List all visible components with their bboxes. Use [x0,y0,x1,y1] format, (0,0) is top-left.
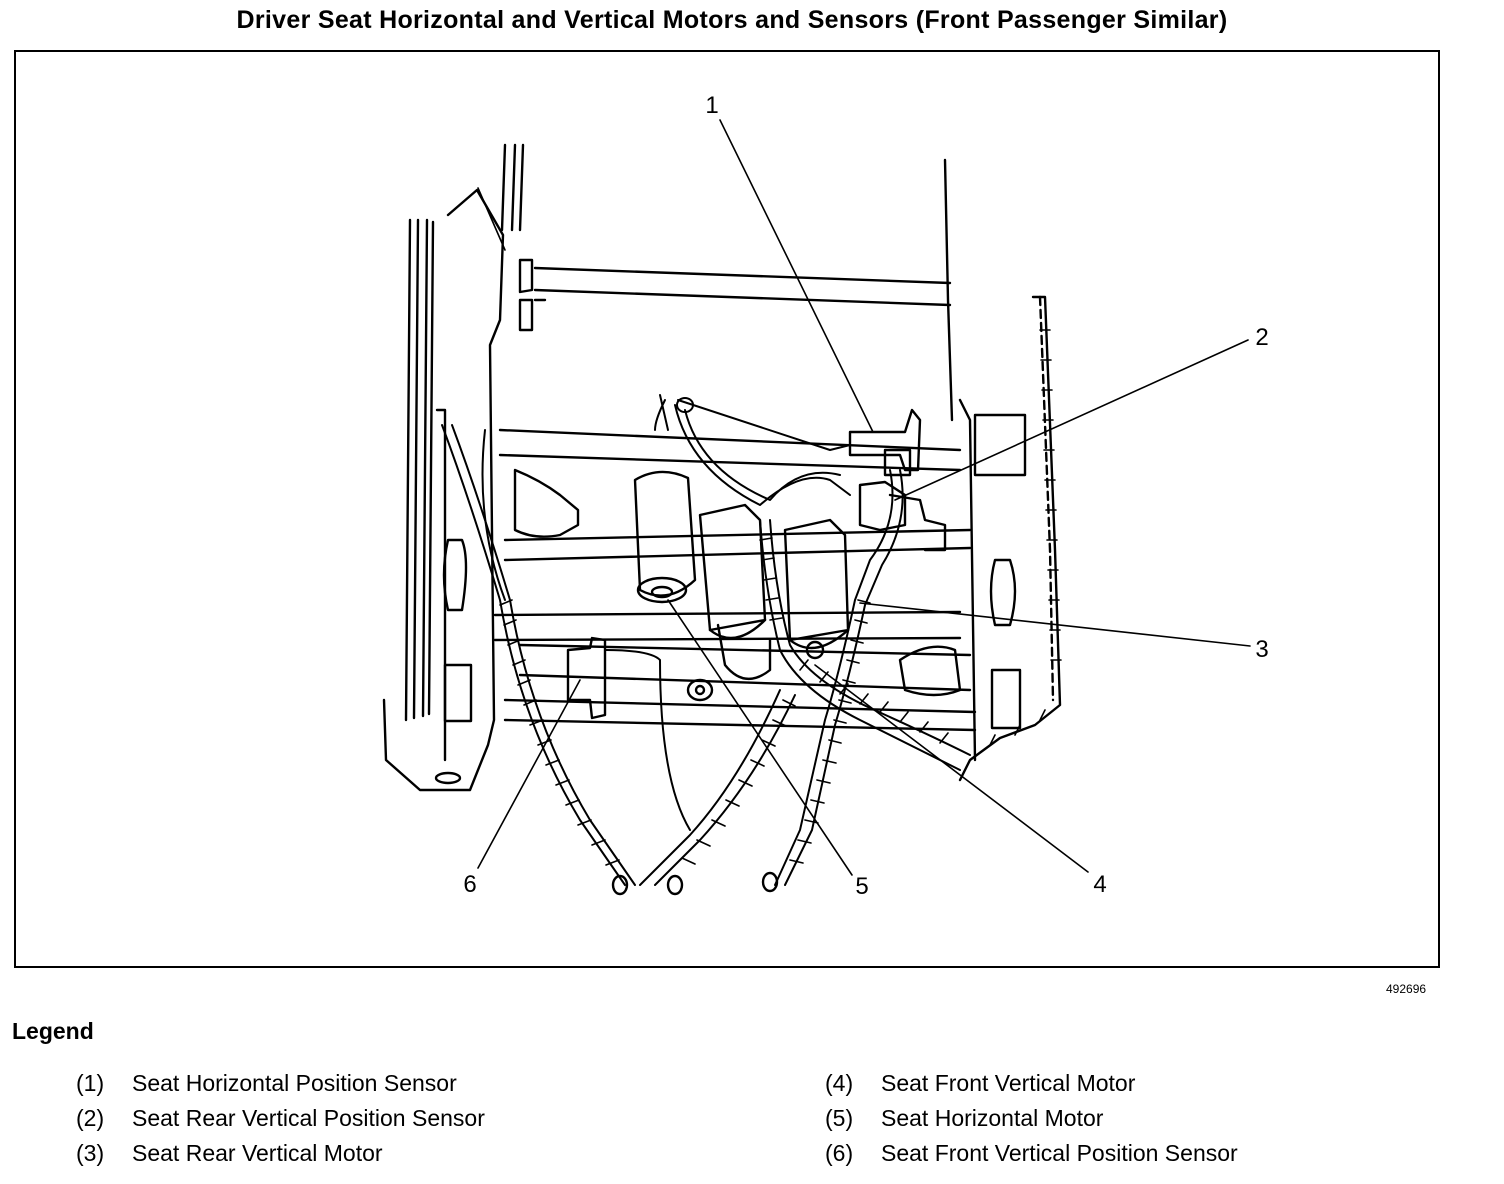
legend-heading: Legend [12,1018,94,1044]
harness-hatching [499,329,1062,866]
rear-vertical-motor-drawing [783,518,850,660]
callout-2: 2 [1255,324,1268,351]
figure-number: 492696 [1386,982,1427,996]
legend-item-number: (4) [825,1070,854,1096]
conduit-ends [611,871,779,896]
rear-vertical-position-sensor-drawing [858,480,907,532]
left-seat-rail [382,143,534,792]
legend-item-label: Seat Front Vertical Position Sensor [881,1140,1238,1166]
seat-mechanism-illustration: 1 2 3 4 5 6 [382,92,1269,900]
callout-5: 5 [855,873,868,900]
callout-4: 4 [1093,871,1106,898]
diagram-title: Driver Seat Horizontal and Vertical Moto… [236,6,1228,34]
upper-cross-bars [533,158,954,422]
horizontal-position-sensor-drawing [848,408,922,477]
legend-item-label: Seat Rear Vertical Position Sensor [132,1105,485,1131]
legend-item: (4) Seat Front Vertical Motor [825,1070,1135,1097]
legend-item: (1) Seat Horizontal Position Sensor [76,1070,457,1097]
legend-item-label: Seat Horizontal Motor [881,1105,1104,1131]
callout-labels: 1 2 3 4 5 6 [463,92,1268,900]
legend-item-label: Seat Horizontal Position Sensor [132,1070,457,1096]
callout-3: 3 [1255,636,1268,663]
legend-item: (6) Seat Front Vertical Position Sensor [825,1140,1238,1167]
front-vertical-motor-drawing [698,503,772,680]
diagram-frame [14,50,1440,968]
callout-1: 1 [705,92,718,119]
right-seat-rail [958,295,1062,782]
legend-item-number: (2) [76,1105,105,1131]
legend-item-label: Seat Rear Vertical Motor [132,1140,383,1166]
legend-item: (3) Seat Rear Vertical Motor [76,1140,383,1167]
leader-lines [477,119,1251,876]
legend-item-number: (6) [825,1140,854,1166]
legend-item: (2) Seat Rear Vertical Position Sensor [76,1105,485,1132]
wiring-harness [441,394,971,886]
horizontal-motor-drawing [633,470,697,604]
legend-item-number: (3) [76,1140,105,1166]
legend-item-label: Seat Front Vertical Motor [881,1070,1136,1096]
legend-item: (5) Seat Horizontal Motor [825,1105,1103,1132]
legend-item-number: (1) [76,1070,105,1096]
callout-6: 6 [463,871,476,898]
front-vertical-position-sensor-drawing [566,636,714,720]
legend-item-number: (5) [825,1105,854,1131]
